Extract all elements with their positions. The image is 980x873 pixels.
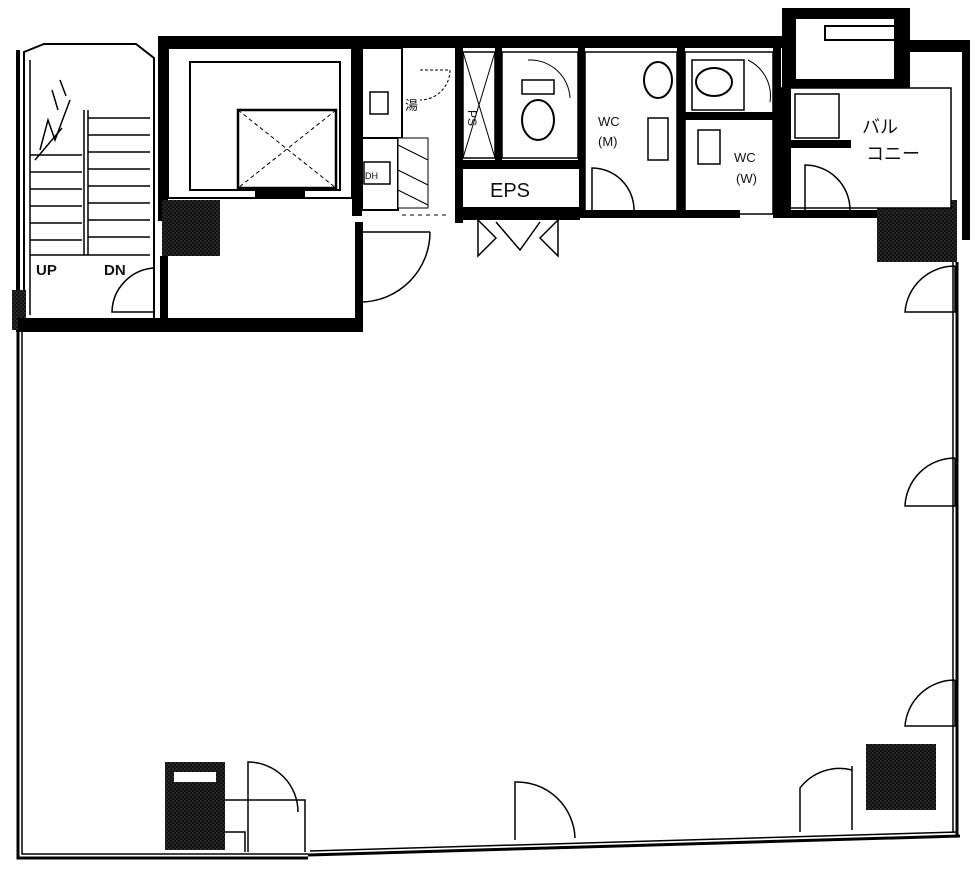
stair-down-label: DN xyxy=(104,262,126,279)
dh-label: DH xyxy=(365,171,378,181)
wc-women: WC (W) xyxy=(684,51,774,218)
stair-up-label: UP xyxy=(36,262,57,279)
stairwell: UP DN xyxy=(12,43,160,332)
eps-label: EPS xyxy=(490,180,530,202)
lobby-walls xyxy=(18,222,431,332)
column-top-right xyxy=(877,200,957,262)
balcony: バル コニー xyxy=(780,87,952,218)
kitchenette: DH 湯 xyxy=(361,47,451,216)
right-wall-doors xyxy=(904,265,956,727)
wc-women-title: WC xyxy=(734,150,756,165)
ps-label: PS xyxy=(465,110,479,126)
columns xyxy=(162,8,957,850)
column-elevator xyxy=(162,200,220,256)
balcony-line1: バル xyxy=(862,117,898,138)
wc-men-sub: (M) xyxy=(598,134,618,149)
bottom-wall-doors xyxy=(225,761,853,852)
wc-men: WC (M) xyxy=(584,51,678,218)
elevator-shaft xyxy=(167,47,353,199)
ps-shaft: PS xyxy=(462,51,496,159)
column-bottom-right xyxy=(866,744,936,810)
eps-room: EPS xyxy=(461,167,581,258)
kitchen-mark: 湯 xyxy=(405,99,418,114)
exterior-walls xyxy=(16,262,961,860)
balcony-line2: コニー xyxy=(866,144,920,165)
wc-men-title: WC xyxy=(598,114,620,129)
wc-area xyxy=(501,51,579,159)
core-top-wall xyxy=(158,36,970,240)
wc-women-sub: (W) xyxy=(736,171,757,186)
